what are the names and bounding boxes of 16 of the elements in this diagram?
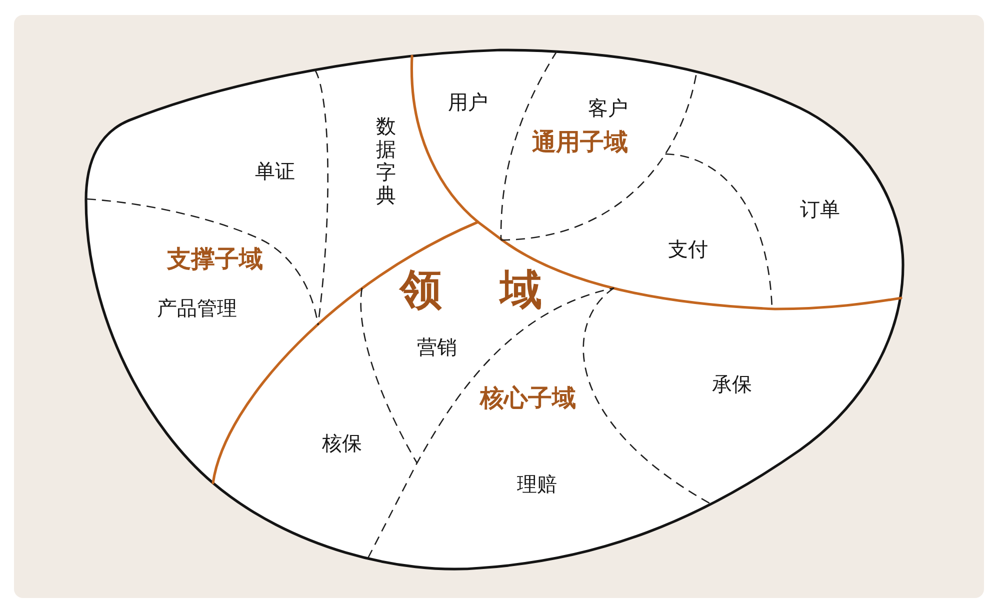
- subdomain-label: 支撑子域: [167, 247, 263, 271]
- subdomain-label: 通用子域: [532, 130, 628, 154]
- region-label: 用户: [448, 92, 488, 112]
- region-label: 数据字典: [376, 115, 396, 207]
- region-label: 支付: [668, 239, 708, 259]
- region-label: 理赔: [517, 474, 557, 494]
- region-label: 营销: [417, 337, 457, 357]
- region-label: 核保: [322, 433, 362, 453]
- region-label: 订单: [800, 199, 840, 219]
- region-label: 单证: [255, 161, 295, 181]
- region-label: 客户: [588, 98, 628, 118]
- region-label: 承保: [712, 374, 752, 394]
- subdomain-label: 核心子域: [480, 386, 576, 410]
- region-label: 产品管理: [157, 298, 237, 318]
- domain-title: 领域: [400, 269, 542, 311]
- domain-shape: [84, 48, 906, 571]
